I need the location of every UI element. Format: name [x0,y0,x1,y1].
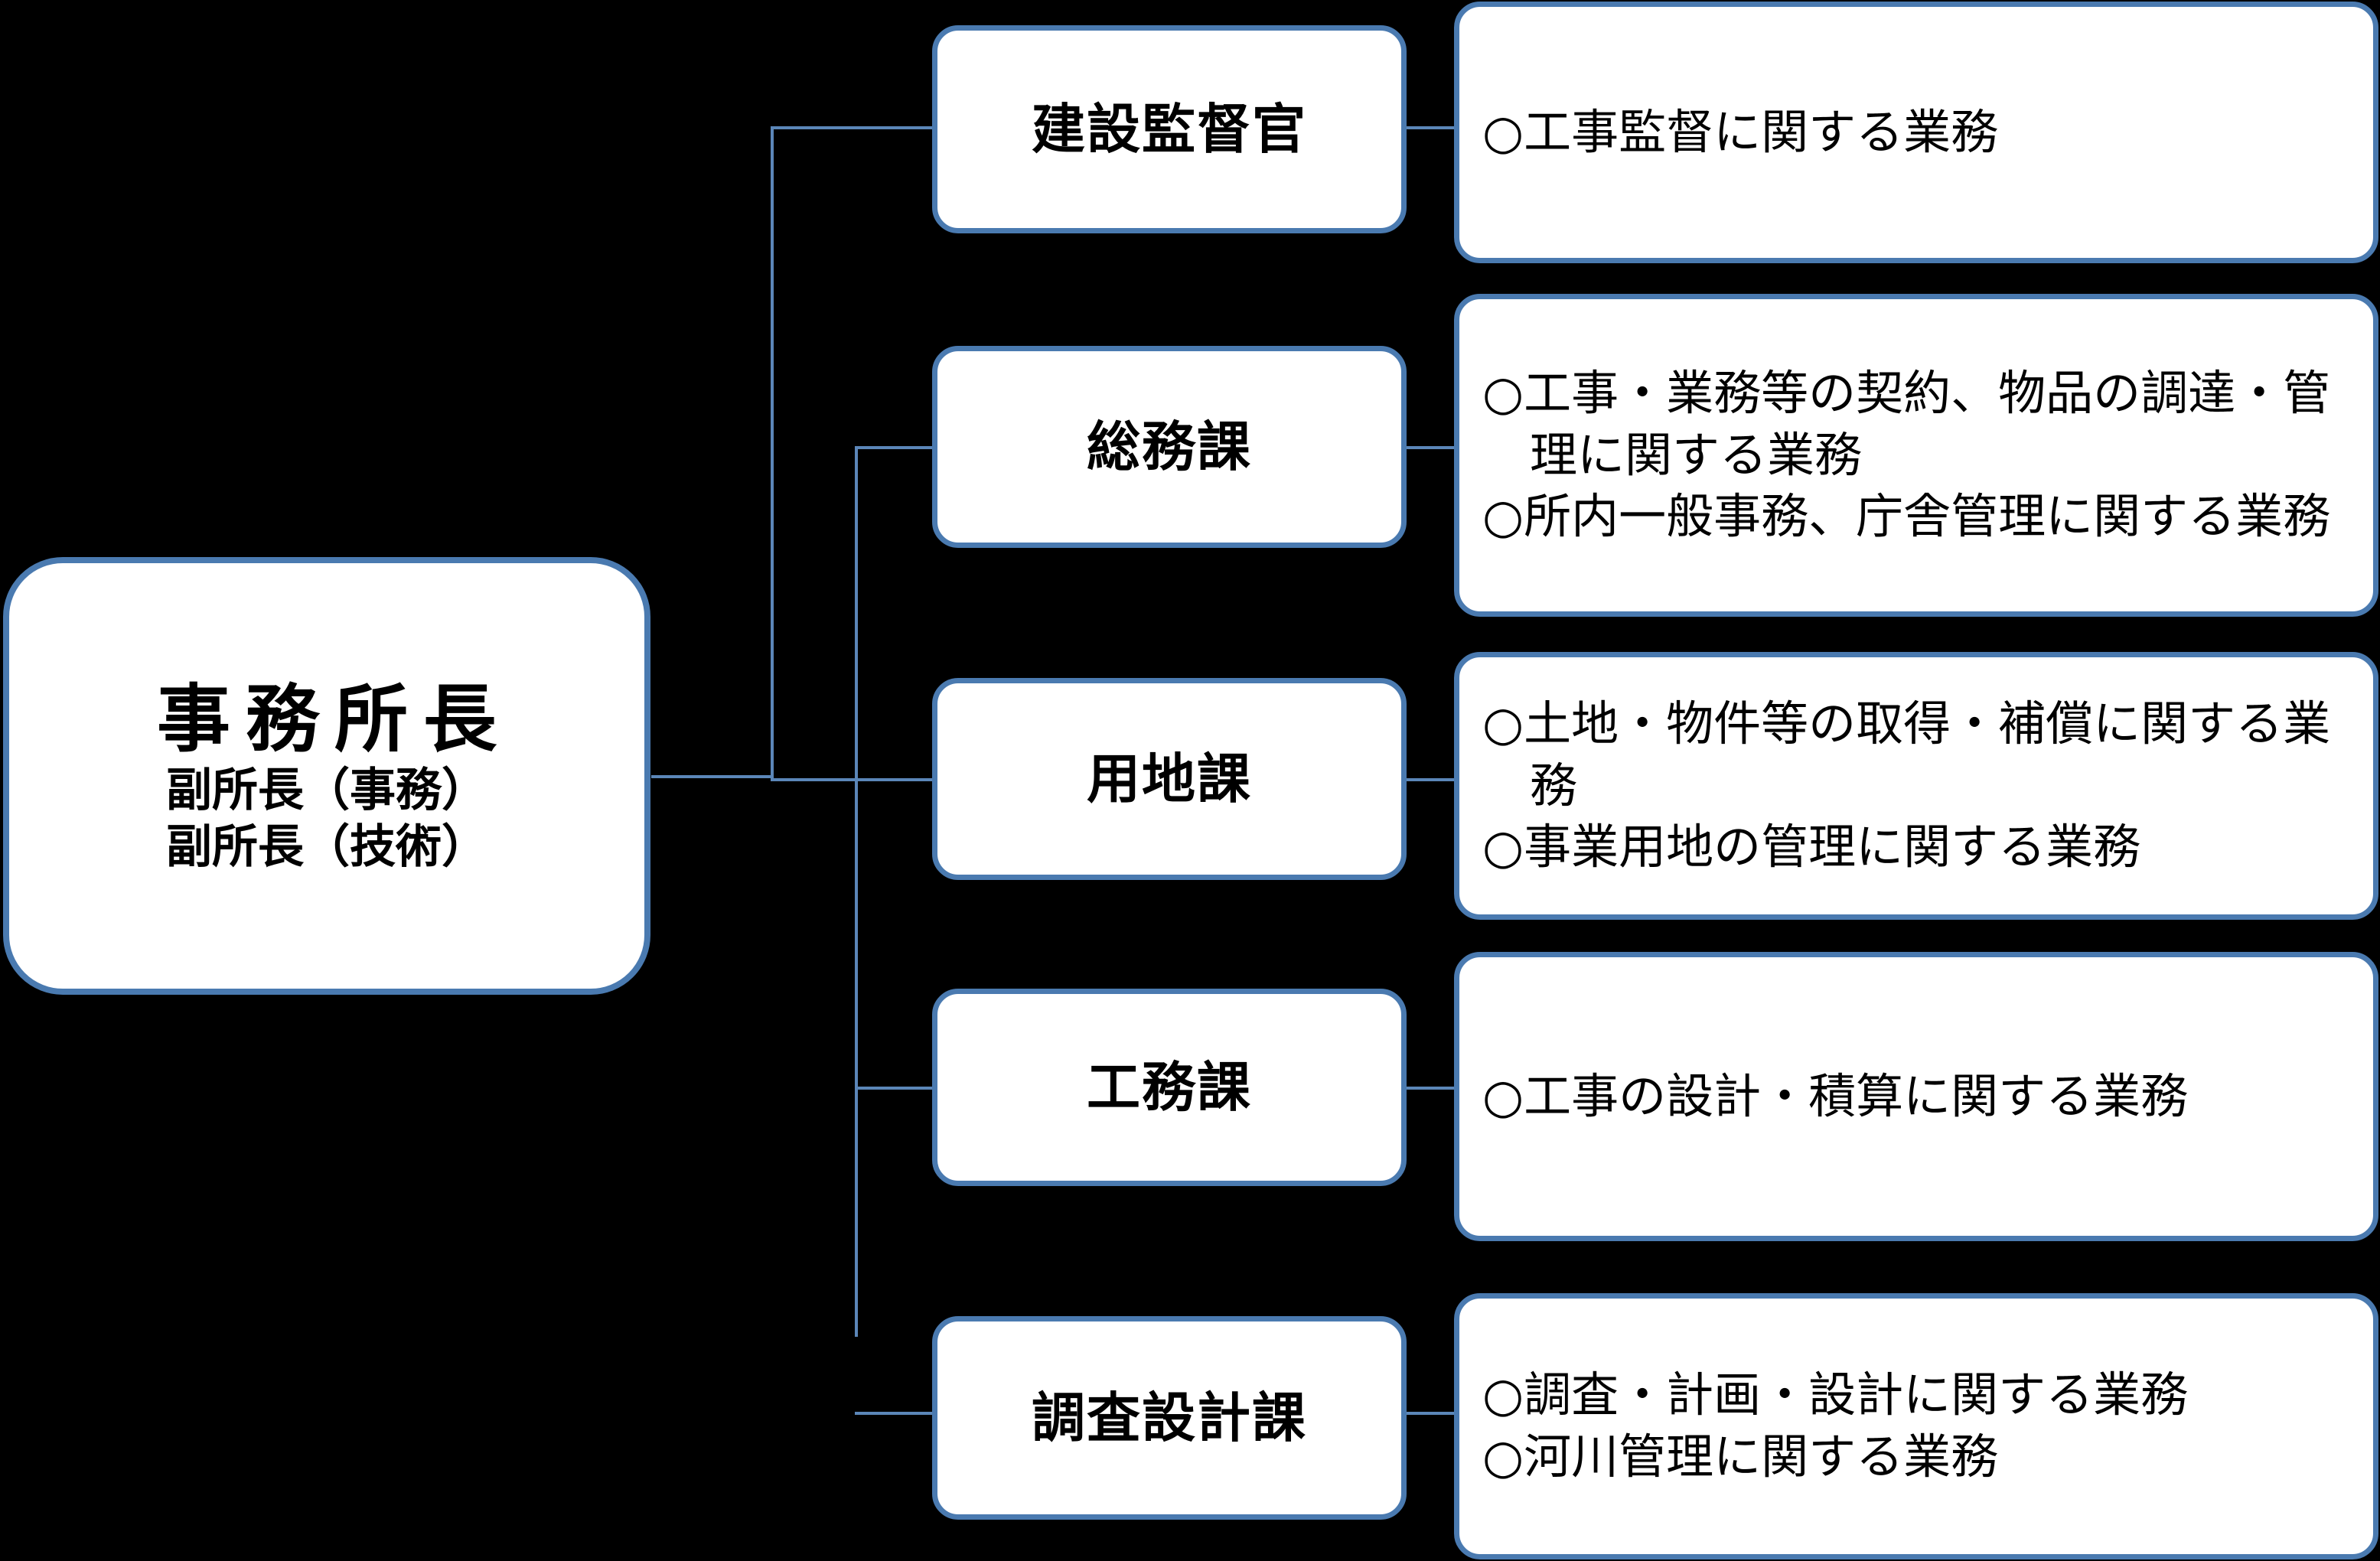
unit-label: 用地課 [1087,747,1252,810]
duty-list: ○工事・業務等の契約、物品の調達・管理に関する業務 ○所内一般事務、庁舎管理に関… [1482,363,2353,548]
node-duties-soumuka[interactable]: ○工事・業務等の契約、物品の調達・管理に関する業務 ○所内一般事務、庁舎管理に関… [1454,294,2378,617]
connector-stub-youchi [1405,778,1457,781]
root-subtitle-2: 副所長（技術） [166,820,487,874]
root-title: 事務所長 [157,676,512,763]
root-subtitle-1: 副所長（事務） [166,764,487,818]
duty-item: ○土地・物件等の取得・補償に関する業務 [1482,696,2331,813]
node-unit-chousasekkeika[interactable]: 調査設計課 [932,1316,1407,1520]
duty-list: ○土地・物件等の取得・補償に関する業務 ○事業用地の管理に関する業務 [1482,693,2353,878]
duty-item: ○工事の設計・積算に関する業務 [1482,1067,2189,1124]
node-duties-youchika[interactable]: ○土地・物件等の取得・補償に関する業務 ○事業用地の管理に関する業務 [1454,652,2378,920]
connector-branch-kensetsu [771,126,934,129]
connector-branch-koumu [855,1087,934,1090]
connector-trunk-mid [855,446,858,1337]
connector-root-stub [651,775,774,778]
duty-list: ○工事の設計・積算に関する業務 [1482,1066,2353,1128]
duty-item: ○調査・計画・設計に関する業務 [1482,1367,2189,1423]
node-unit-youchika[interactable]: 用地課 [932,678,1407,880]
duty-list: ○工事監督に関する業務 [1482,102,2353,164]
duty-item: ○河川管理に関する業務 [1482,1429,1999,1484]
node-duties-koumuka[interactable]: ○工事の設計・積算に関する業務 [1454,952,2378,1241]
unit-label: 調査設計課 [1032,1386,1307,1449]
node-unit-koumuka[interactable]: 工務課 [932,989,1407,1186]
unit-label: 工務課 [1087,1055,1252,1119]
node-director-office[interactable]: 事務所長 副所長（事務） 副所長（技術） [3,557,650,995]
duty-item: ○事業用地の管理に関する業務 [1482,819,2141,875]
node-unit-soumuka[interactable]: 総務課 [932,346,1407,548]
duty-item: ○工事・業務等の契約、物品の調達・管理に関する業務 [1482,365,2331,483]
duty-item: ○工事監督に関する業務 [1482,103,1999,160]
duty-list: ○調査・計画・設計に関する業務 ○河川管理に関する業務 [1482,1364,2353,1488]
connector-stub-chousa [1405,1412,1457,1415]
connector-trunk-upper [771,126,774,778]
connector-branch-chousa [855,1412,934,1415]
unit-label: 総務課 [1087,415,1252,478]
connector-branch-youchi [771,778,934,781]
unit-label: 建設監督官 [1032,97,1307,161]
duty-item: ○所内一般事務、庁舎管理に関する業務 [1482,488,2331,545]
connector-branch-soumu [855,446,934,449]
node-unit-kensetsu-kantokukan[interactable]: 建設監督官 [932,25,1407,233]
connector-stub-kensetsu [1405,126,1457,129]
connector-stub-koumu [1405,1087,1457,1090]
node-duties-kensetsu-kantokukan[interactable]: ○工事監督に関する業務 [1454,2,2378,263]
connector-stub-soumu [1405,446,1457,449]
node-duties-chousasekkeika[interactable]: ○調査・計画・設計に関する業務 ○河川管理に関する業務 [1454,1293,2378,1559]
